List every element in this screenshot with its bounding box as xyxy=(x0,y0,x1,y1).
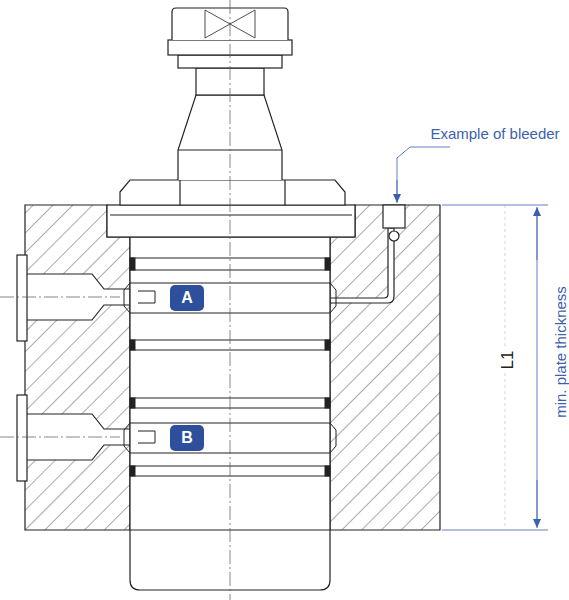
bleeder-channel xyxy=(330,228,394,303)
plate-left xyxy=(25,205,130,530)
flange xyxy=(17,255,27,341)
callout-text: Example of bleeder xyxy=(430,125,559,143)
top-flange xyxy=(107,205,355,237)
plate-right xyxy=(330,205,440,530)
dimension-name: L1 xyxy=(499,348,517,373)
port-letter: B xyxy=(179,428,195,448)
flange xyxy=(17,395,27,481)
port-badge: A xyxy=(170,285,204,311)
hex-nut xyxy=(120,180,345,205)
port-letter: A xyxy=(179,288,195,308)
port-badge: B xyxy=(170,425,204,451)
bleeder xyxy=(383,205,405,228)
dimension-note: min. plate thickness xyxy=(552,283,569,421)
